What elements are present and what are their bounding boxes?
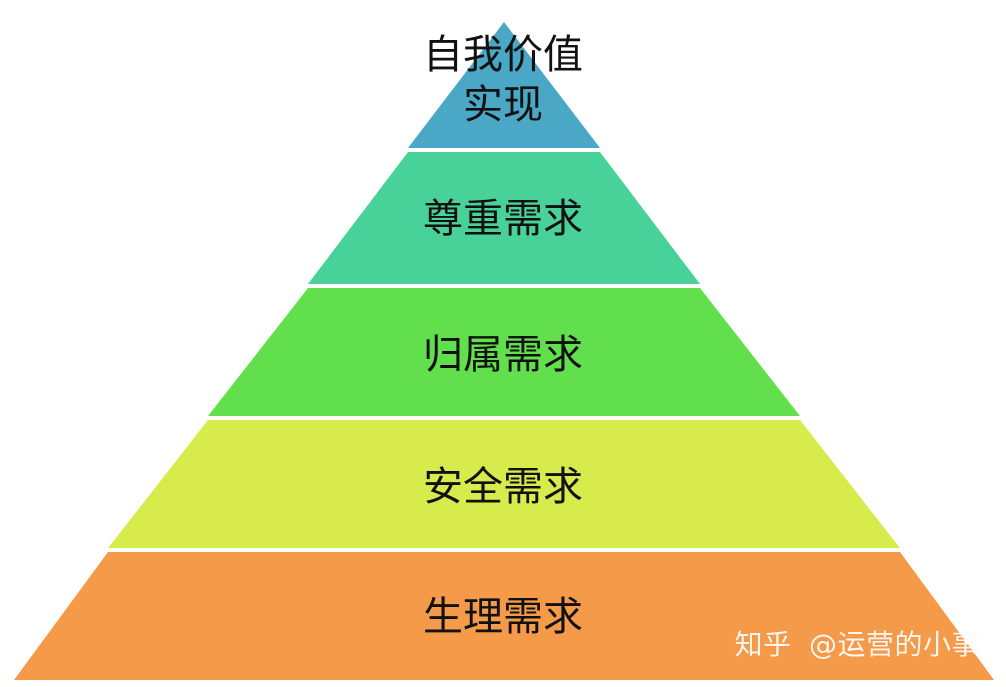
- tier-physiological: [14, 552, 994, 680]
- tier-self-actualization: [408, 22, 600, 148]
- tier-safety: [108, 420, 900, 548]
- watermark-author: @运营的小事: [808, 628, 980, 661]
- watermark: 知乎 @运营的小事: [735, 623, 980, 663]
- tier-esteem: [308, 152, 700, 284]
- watermark-brand: 知乎: [734, 628, 792, 661]
- tier-belonging: [208, 288, 800, 416]
